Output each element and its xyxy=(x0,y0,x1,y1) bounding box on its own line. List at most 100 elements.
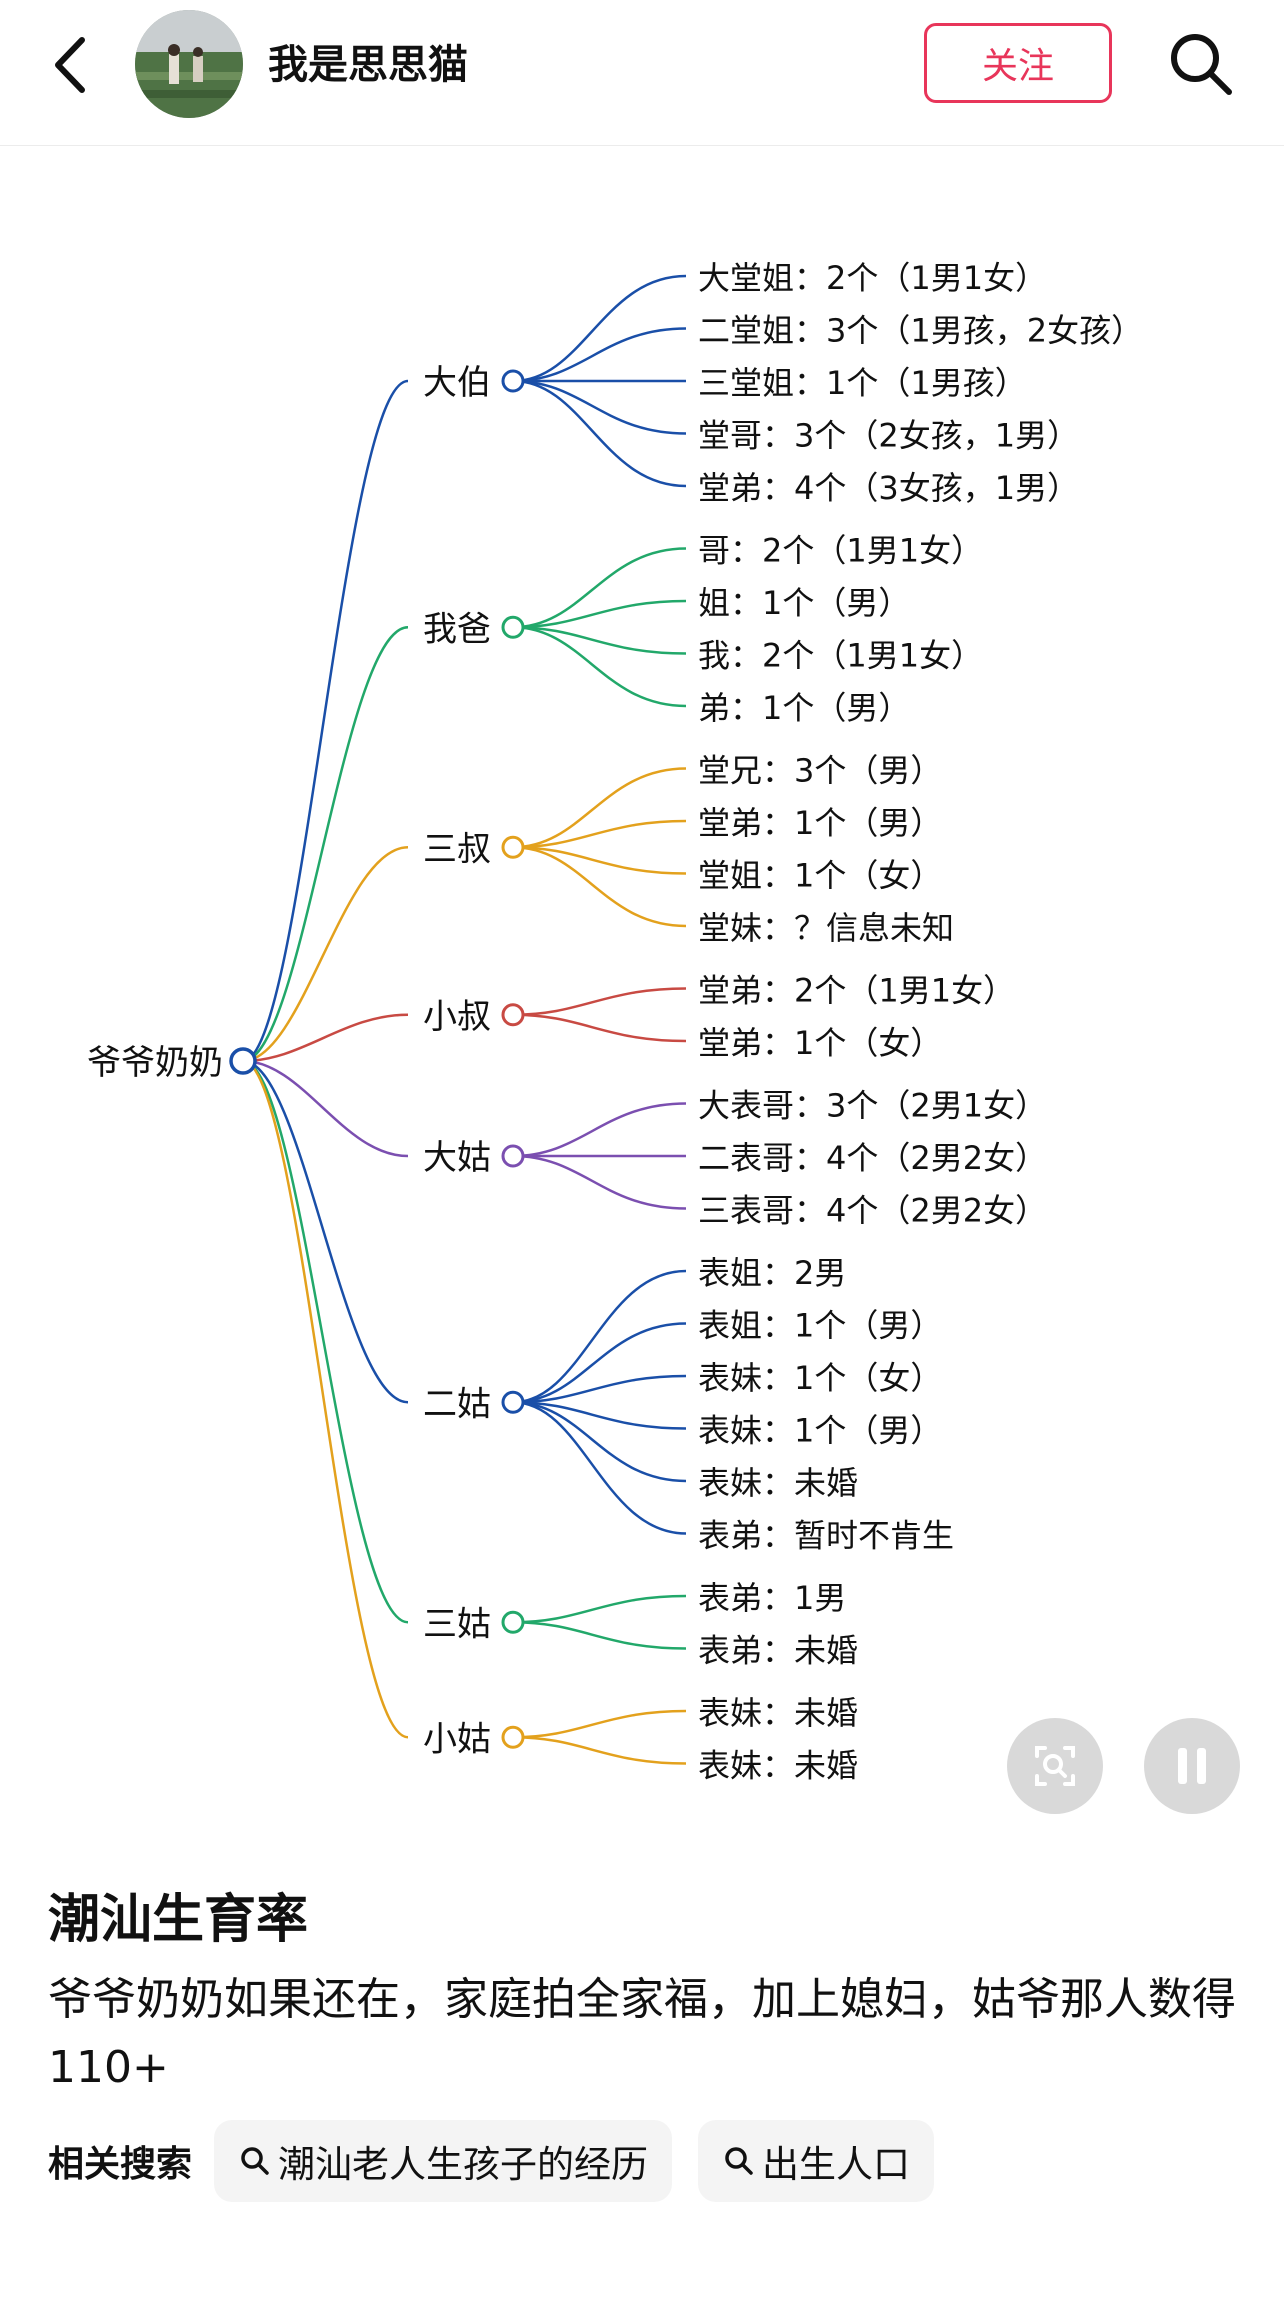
search-button[interactable] xyxy=(1165,28,1237,100)
search-icon xyxy=(725,2147,753,2175)
leaf-connector xyxy=(512,547,687,629)
leaf-node: 堂弟：2个（1男1女） xyxy=(698,972,1015,1010)
branch-connector xyxy=(242,379,409,1063)
back-button[interactable] xyxy=(48,30,98,100)
leaf-node: 表妹：1个（女） xyxy=(698,1359,942,1397)
leaf-node: 二表哥：4个（2男2女） xyxy=(698,1139,1047,1177)
leaf-node: 三表哥：4个（2男2女） xyxy=(698,1192,1047,1230)
family-mind-map: 大堂姐：2个（1男1女） 二堂姐：3个（1男孩，2女孩） 三堂姐：1个（1男孩） 堂哥… xyxy=(87,259,1143,1785)
branch-node-circle xyxy=(501,1003,525,1027)
leaf-node: 二堂姐：3个（1男孩，2女孩） xyxy=(698,312,1143,350)
leaf-connector xyxy=(512,599,687,629)
branch-node-label: 小叔 xyxy=(423,997,491,1037)
leaf-connector xyxy=(512,1594,687,1624)
branch-node-circle xyxy=(501,835,525,859)
leaf-node: 表妹：未婚 xyxy=(698,1694,858,1732)
author-avatar[interactable] xyxy=(135,10,243,118)
leaf-connector xyxy=(512,1013,687,1043)
leaf-node: 表妹：未婚 xyxy=(698,1747,858,1785)
leaf-node: 表妹：未婚 xyxy=(698,1464,858,1502)
leaf-node: 表弟：1男 xyxy=(698,1579,846,1617)
related-chip[interactable]: 出生人口 xyxy=(698,2120,935,2202)
branch-node-label: 大伯 xyxy=(423,363,491,403)
pause-button[interactable] xyxy=(1144,1718,1240,1814)
leaf-connector xyxy=(512,1374,687,1404)
leaf-node: 三堂姐：1个（1男孩） xyxy=(698,364,1027,402)
leaf-node: 堂弟：4个（3女孩，1男） xyxy=(698,469,1079,507)
post-title: 潮汕生育率 xyxy=(48,1890,309,1950)
author-name[interactable]: 我是思思猫 xyxy=(268,42,468,88)
follow-button[interactable]: 关注 xyxy=(924,23,1112,103)
branch-node-circle xyxy=(501,1725,525,1749)
branch-connector xyxy=(242,1059,409,1739)
branch-node-circle xyxy=(501,369,525,393)
branch-connector xyxy=(242,846,409,1063)
mindmap-lines xyxy=(242,274,687,1765)
branch-connector xyxy=(242,626,409,1063)
leaf-node: 姐：1个（男） xyxy=(698,584,910,622)
branch-node-label: 二姑 xyxy=(423,1384,491,1424)
root-node-circle xyxy=(229,1047,257,1075)
branch-node-label: 三叔 xyxy=(423,829,491,869)
related-chip-label: 出生人口 xyxy=(762,2143,911,2186)
leaf-node: 堂姐：1个（女） xyxy=(698,857,942,895)
leaf-node: 堂兄：3个（男） xyxy=(698,752,942,790)
leaf-connector xyxy=(512,626,687,655)
leaf-connector xyxy=(512,1709,687,1739)
branch-node-circle xyxy=(501,1144,525,1168)
leaf-connector xyxy=(512,1736,687,1765)
leaf-connector xyxy=(512,846,687,875)
chevron-left-icon xyxy=(55,37,85,93)
branch-node-circle xyxy=(501,615,525,639)
leaf-node: 表姐：1个（男） xyxy=(698,1307,942,1345)
leaf-node: 表弟：暂时不肯生 xyxy=(698,1517,954,1555)
related-label: 相关搜索 xyxy=(48,2144,193,2185)
related-chip[interactable]: 潮汕老人生孩子的经历 xyxy=(214,2120,673,2202)
leaf-node: 堂妹：？信息未知 xyxy=(698,909,954,947)
leaf-node: 哥：2个（1男1女） xyxy=(698,532,983,570)
related-searches: 相关搜索 潮汕老人生孩子的经历 出生人口 xyxy=(48,2120,960,2202)
branch-connector xyxy=(242,1059,409,1158)
leaf-connector xyxy=(512,1401,687,1483)
top-bar: 我是思思猫 关注 xyxy=(0,0,1284,146)
leaf-connector xyxy=(512,327,687,383)
leaf-connector xyxy=(512,1154,687,1210)
leaf-connector xyxy=(512,1269,687,1404)
branch-node-label: 我爸 xyxy=(423,609,491,649)
leaf-connector xyxy=(512,1322,687,1404)
branch-connector xyxy=(242,1059,409,1404)
leaf-node: 大堂姐：2个（1男1女） xyxy=(698,259,1047,297)
leaf-node: 表妹：1个（男） xyxy=(698,1412,942,1450)
leaf-connector xyxy=(512,1401,687,1535)
leaf-connector xyxy=(512,379,687,488)
branch-node-label: 三姑 xyxy=(423,1604,491,1644)
branch-connector xyxy=(242,1059,409,1624)
leaf-node: 表弟：未婚 xyxy=(698,1632,858,1670)
branch-node-circle xyxy=(501,1610,525,1634)
branch-node-label: 大姑 xyxy=(423,1138,491,1178)
leaf-connector xyxy=(512,1102,687,1158)
leaf-node: 我：2个（1男1女） xyxy=(698,637,983,675)
leaf-node: 弟：1个（男） xyxy=(698,689,910,727)
avatar-photo xyxy=(135,10,243,118)
post-description: 爷爷奶奶如果还在，家庭拍全家福，加上媳妇，姑爷那人数得110+ xyxy=(48,1974,1236,2093)
leaf-connector xyxy=(512,626,687,708)
search-icon xyxy=(241,2147,269,2175)
leaf-connector xyxy=(512,1401,687,1430)
search-icon xyxy=(1171,34,1232,95)
root-node-label: 爷爷奶奶 xyxy=(87,1043,223,1083)
leaf-connector xyxy=(512,767,687,849)
leaf-node: 堂哥：3个（2女孩，1男） xyxy=(698,417,1079,455)
leaf-connector xyxy=(512,846,687,928)
leaf-node: 堂弟：1个（女） xyxy=(698,1024,942,1062)
leaf-node: 大表哥：3个（2男1女） xyxy=(698,1087,1047,1125)
leaf-node: 堂弟：1个（男） xyxy=(698,804,942,842)
branch-connector xyxy=(242,1013,409,1063)
mindmap-nodes: 大堂姐：2个（1男1女） 二堂姐：3个（1男孩，2女孩） 三堂姐：1个（1男孩） 堂哥… xyxy=(87,259,1143,1785)
image-search-button[interactable] xyxy=(1007,1718,1103,1814)
leaf-node: 表姐：2男 xyxy=(698,1254,846,1292)
leaf-connector xyxy=(512,819,687,849)
related-chip-label: 潮汕老人生孩子的经历 xyxy=(278,2143,649,2186)
leaf-connector xyxy=(512,379,687,435)
pause-icon xyxy=(1178,1748,1206,1784)
